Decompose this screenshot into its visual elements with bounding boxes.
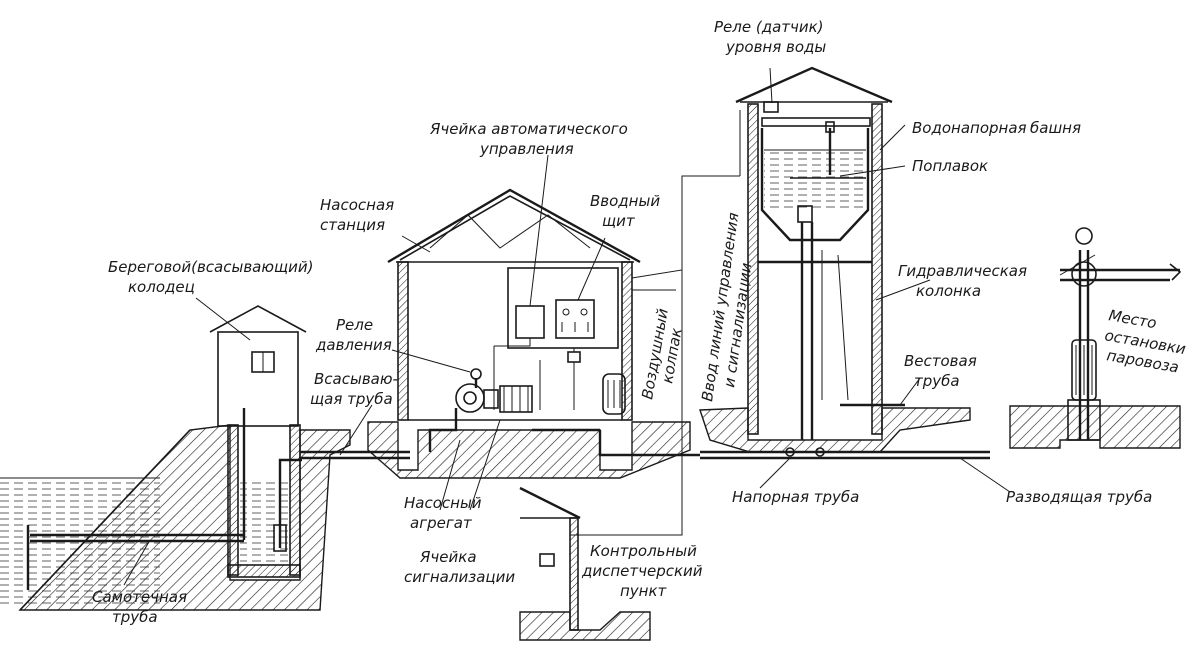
water-tower: [699, 66, 971, 453]
label-pressure-pipe: Напорная труба: [732, 488, 859, 506]
label-suction-pipe: Всасываю-: [314, 370, 398, 388]
label-water-tower: Водонапорная: [912, 119, 1027, 137]
leader-lines: [123, 67, 1096, 586]
hydraulic-column: [1009, 227, 1182, 449]
label-dispatch-point: Контрольный: [590, 542, 697, 560]
label-shore-well-2: колодец: [128, 278, 195, 296]
automation-cell: [515, 305, 545, 339]
label-pump-unit: Насосный: [404, 494, 482, 512]
dispatch-point: [519, 486, 651, 641]
label-weight-pipe: Вестовая: [904, 352, 977, 370]
label-relay-sensor: Реле (датчик): [714, 18, 824, 36]
pressure-relay: [470, 368, 482, 380]
label-automatic-cell-2: управления: [479, 140, 574, 158]
label-dispatch-point-2: диспетчерский: [581, 562, 703, 580]
pressure-pipe: [700, 447, 990, 460]
label-water-tower-2: башня: [1030, 119, 1081, 137]
label-gravity-pipe-2: труба: [112, 608, 158, 626]
label-hydraulic-column: Гидравлическая: [898, 262, 1027, 280]
label-distribution-pipe: Разводящая труба: [1006, 488, 1152, 506]
label-input-board: Вводный: [590, 192, 660, 210]
input-board: [555, 299, 595, 339]
label-relay-sensor-2: уровня воды: [725, 38, 826, 56]
label-pump-station-2: станция: [320, 216, 385, 234]
pump-unit: [428, 368, 533, 452]
label-gravity-pipe: Самотечная: [92, 588, 187, 606]
air-cap: [602, 373, 626, 415]
shore-well: [26, 305, 307, 590]
level-relay: [763, 101, 779, 113]
pump-station: [367, 188, 700, 479]
label-pump-station: Насосная: [320, 196, 394, 214]
label-pump-unit-2: агрегат: [410, 514, 473, 532]
label-input-board-2: щит: [602, 212, 636, 230]
label-dispatch-point-3: пункт: [620, 582, 668, 600]
signal-cell: [539, 553, 555, 567]
label-weight-pipe-2: труба: [914, 372, 960, 390]
label-pressure-relay: Реле: [336, 316, 373, 334]
label-suction-pipe-2: щая труба: [310, 390, 393, 408]
label-pressure-relay-2: давления: [315, 336, 392, 354]
label-float: Поплавок: [912, 157, 988, 175]
control-line: [570, 110, 741, 536]
label-automatic-cell: Ячейка автоматического: [429, 120, 628, 138]
label-hydraulic-column-2: колонка: [916, 282, 981, 300]
label-shore-well: Береговой(всасывающий): [108, 258, 313, 276]
label-signal-cell-2: сигнализации: [404, 568, 515, 586]
label-signal-cell: Ячейка: [419, 548, 477, 566]
